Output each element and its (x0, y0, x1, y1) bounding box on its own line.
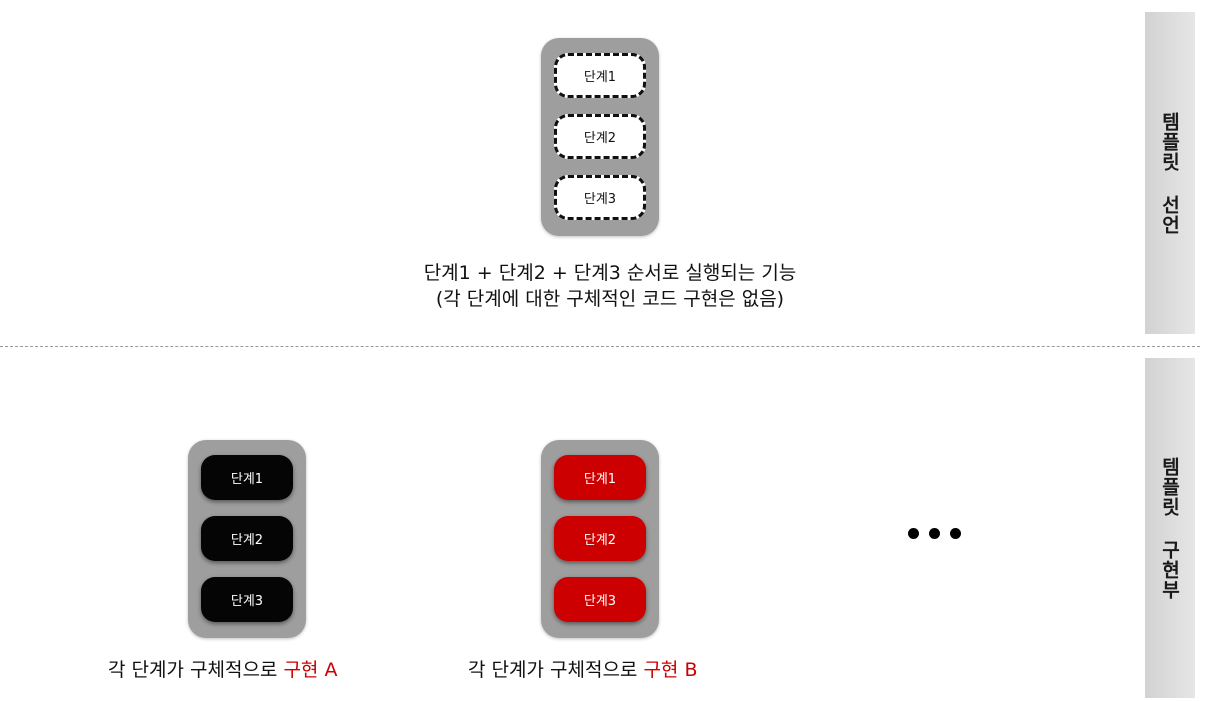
ellipsis-dot (908, 528, 919, 539)
impl-b-step-2: 단계2 (554, 516, 646, 561)
impl-a-caption: 각 단계가 구체적으로 구현 A (108, 655, 337, 682)
impl-a-step-1: 단계1 (201, 455, 293, 500)
impl-a-step-2: 단계2 (201, 516, 293, 561)
abstract-step-1: 단계1 (554, 53, 646, 98)
impl-b-caption-highlight: 구현 B (643, 659, 698, 681)
impl-b-step-container: 단계1 단계2 단계3 (541, 440, 659, 638)
impl-b-caption: 각 단계가 구체적으로 구현 B (468, 655, 698, 682)
declaration-caption: 단계1 + 단계2 + 단계3 순서로 실행되는 기능 (각 단계에 대한 구체… (300, 260, 920, 312)
side-panel-implementation: 템플릿 구현부 (1145, 358, 1195, 698)
abstract-step-3: 단계3 (554, 175, 646, 220)
declaration-step-container: 단계1 단계2 단계3 (541, 38, 659, 236)
ellipsis-dots-icon (908, 528, 961, 539)
impl-b-step-1: 단계1 (554, 455, 646, 500)
abstract-step-2: 단계2 (554, 114, 646, 159)
impl-b-caption-prefix: 각 단계가 구체적으로 (468, 659, 638, 681)
ellipsis-dot (929, 528, 940, 539)
impl-b-step-3: 단계3 (554, 577, 646, 622)
side-panel-declaration: 템플릿 선언 (1145, 12, 1195, 334)
side-label-declaration: 템플릿 선언 (1158, 111, 1181, 235)
section-divider (0, 346, 1200, 347)
impl-a-step-3: 단계3 (201, 577, 293, 622)
impl-a-caption-highlight: 구현 A (283, 659, 338, 681)
declaration-caption-line1: 단계1 + 단계2 + 단계3 순서로 실행되는 기능 (423, 262, 797, 284)
impl-a-caption-prefix: 각 단계가 구체적으로 (108, 659, 278, 681)
impl-a-step-container: 단계1 단계2 단계3 (188, 440, 306, 638)
side-label-implementation: 템플릿 구현부 (1158, 456, 1181, 600)
ellipsis-dot (950, 528, 961, 539)
declaration-caption-line2: (각 단계에 대한 구체적인 코드 구현은 없음) (435, 288, 785, 310)
